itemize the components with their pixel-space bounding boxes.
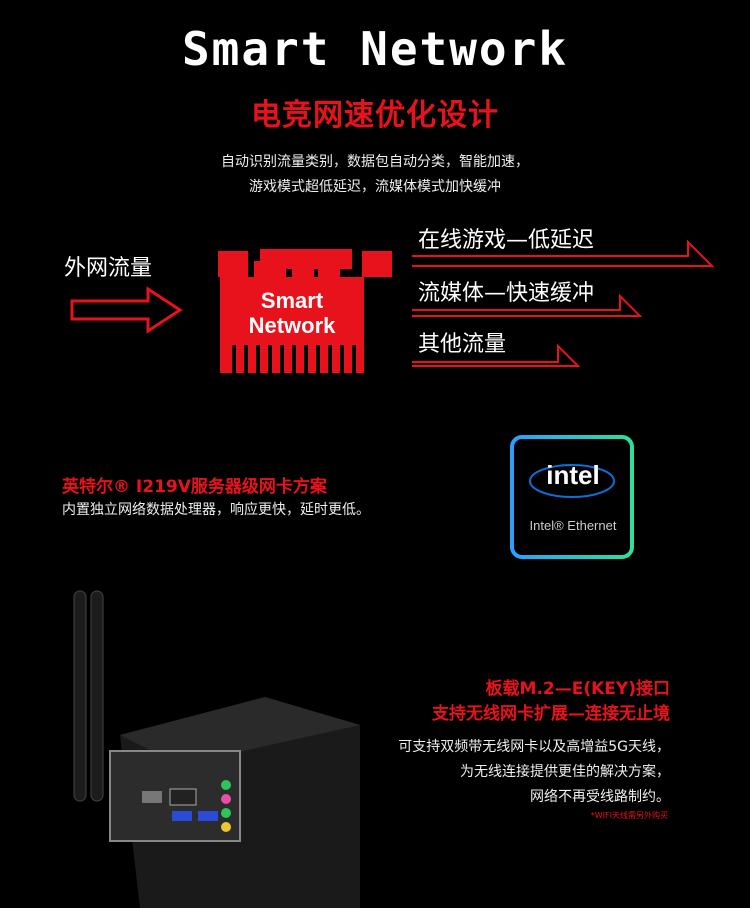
output-arrow-other-icon: [412, 343, 581, 367]
output-arrow-gaming-icon: [412, 240, 715, 267]
wifi-desc-line-3: 网络不再受线路制约。: [530, 789, 670, 805]
page-title: Smart Network: [181, 22, 569, 76]
intel-ethernet-chip-icon: [482, 409, 662, 584]
intro-line-2: 游戏模式超低延迟，流媒体模式加快缓冲: [249, 179, 501, 195]
motherboard-antenna-image: [73, 590, 360, 908]
wifi-title-line-2: 支持无线网卡扩展—连接无止境: [432, 704, 670, 724]
lan-title: 英特尔® I219V服务器级网卡方案: [62, 477, 327, 497]
lan-description: 内置独立网络数据处理器，响应更快，延时更低。: [62, 502, 370, 518]
wifi-desc-line-2: 为无线连接提供更佳的解决方案，: [460, 764, 670, 780]
output-arrow-streaming-icon: [412, 293, 643, 317]
intro-text: 自动识别流量类别，数据包自动分类，智能加速， 游戏模式超低延迟，流媒体模式加快缓…: [0, 150, 750, 200]
input-arrow-icon: [70, 286, 183, 334]
input-traffic-label: 外网流量: [64, 256, 153, 281]
intel-logo-text: intel: [546, 460, 600, 490]
chip-text-line-2: Network: [248, 313, 336, 338]
output-arrows: [412, 240, 715, 367]
output-label-other: 其他流量: [418, 332, 507, 357]
output-label-gaming: 在线游戏—低延迟: [418, 228, 595, 253]
smart-network-chip-icon: [218, 249, 392, 373]
chip-text-line-1: Smart: [260, 288, 324, 313]
chip-text: Smart Network: [220, 288, 364, 338]
output-label-streaming: 流媒体—快速缓冲: [418, 281, 595, 306]
intel-ethernet-caption: Intel® Ethernet: [529, 518, 617, 533]
wifi-description: 可支持双频带无线网卡以及高增益5G天线， 为无线连接提供更佳的解决方案， 网络不…: [330, 735, 670, 810]
wifi-footnote: *WIFI天线需另外购买: [590, 811, 668, 820]
page-subtitle: 电竞网速优化设计: [251, 98, 499, 133]
intro-line-1: 自动识别流量类别，数据包自动分类，智能加速，: [221, 154, 529, 170]
wifi-title-line-1: 板载M.2—E(KEY)接口: [485, 679, 670, 699]
wifi-desc-line-1: 可支持双频带无线网卡以及高增益5G天线，: [398, 739, 670, 755]
